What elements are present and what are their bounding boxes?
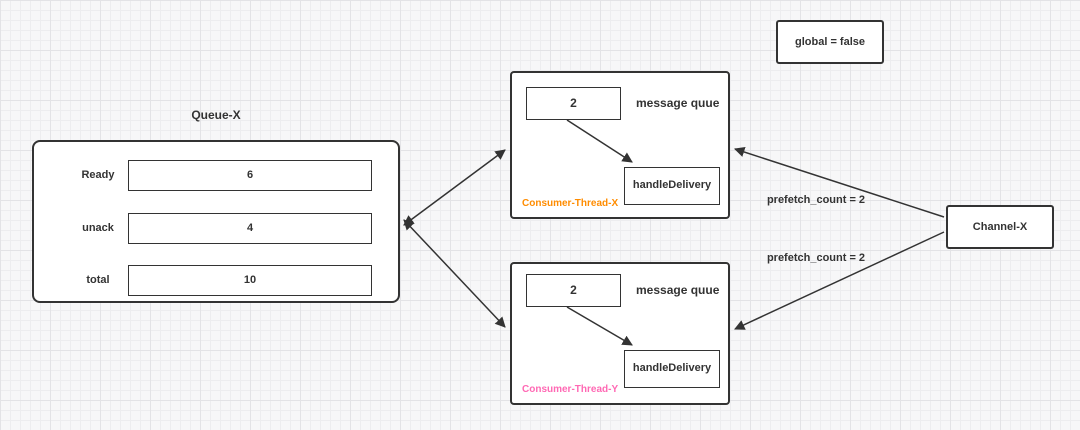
arrow-channel-to-consumer-x [734, 146, 945, 218]
queue-row-value: 6 [128, 160, 372, 191]
consumer-box-thread-y: 2 message quue handleDelivery Consumer-T… [510, 262, 730, 405]
prefetch-count-box: 2 [526, 274, 621, 307]
arrow-channel-to-consumer-y [734, 231, 945, 330]
queue-row-value: 10 [128, 265, 372, 296]
handle-delivery-box: handleDelivery [624, 350, 720, 388]
prefetch-count-box: 2 [526, 87, 621, 120]
queue-row-label: total [86, 274, 110, 286]
consumer-thread-name: Consumer-Thread-Y [522, 384, 619, 395]
consumer-thread-name: Consumer-Thread-X [522, 198, 619, 209]
queue-row-value: 4 [128, 213, 372, 244]
channel-box: Channel-X [946, 205, 1054, 249]
message-queue-label: message quue [636, 96, 720, 110]
prefetch-count-edge-label: prefetch_count = 2 [766, 194, 866, 206]
queue-row-total: total 10 [34, 265, 398, 296]
prefetch-count-edge-label: prefetch_count = 2 [766, 252, 866, 264]
queue-row-label: unack [82, 222, 114, 234]
arrow-queue-to-consumer-x [403, 149, 506, 226]
arrow-queue-to-consumer-y [403, 219, 506, 328]
message-queue-label: message quue [636, 283, 720, 297]
queue-box: Ready 6 unack 4 total 10 [32, 140, 400, 303]
queue-row-label: Ready [81, 169, 115, 181]
handle-delivery-box: handleDelivery [624, 167, 720, 205]
queue-row-ready: Ready 6 [34, 160, 398, 191]
queue-row-unack: unack 4 [34, 213, 398, 244]
global-flag-box: global = false [776, 20, 884, 64]
consumer-box-thread-x: 2 message quue handleDelivery Consumer-T… [510, 71, 730, 219]
queue-title: Queue-X [191, 108, 241, 122]
